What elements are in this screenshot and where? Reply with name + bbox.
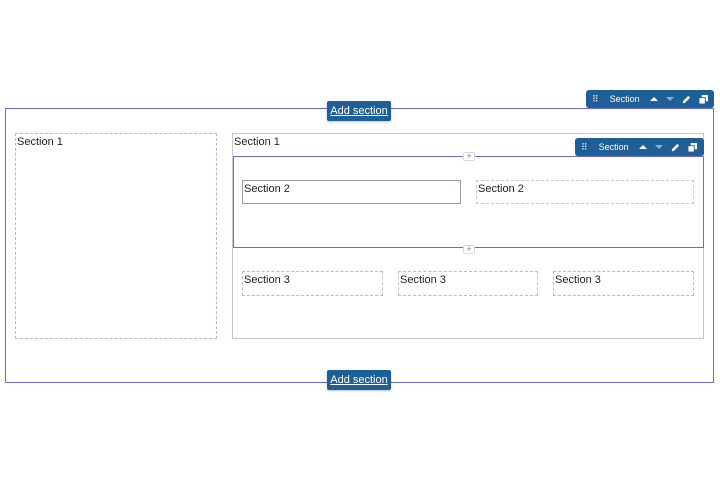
section-label: Section 2 — [478, 183, 524, 195]
duplicate-icon[interactable] — [687, 141, 697, 153]
section-toolbar-inner: ⠿ Section — [575, 138, 713, 156]
pencil-icon[interactable] — [682, 93, 691, 105]
section-2-cell[interactable]: Section 2 — [242, 180, 461, 204]
section-3-cell[interactable]: Section 3 — [242, 271, 383, 296]
arrow-down-icon[interactable] — [654, 141, 663, 153]
add-row-plus-handle-bottom[interactable]: + — [463, 245, 475, 254]
section-label: Section 1 — [234, 136, 280, 148]
section-label: Section 3 — [400, 274, 446, 286]
section-toolbar-outer: ⠿ Section — [586, 90, 720, 108]
drag-grip-icon[interactable]: ⠿ — [592, 93, 599, 104]
toolbar-label: Section — [598, 142, 629, 152]
add-section-button-top[interactable]: Add section — [327, 101, 391, 121]
section-label: Section 3 — [555, 274, 601, 286]
add-row-plus-handle-top[interactable]: + — [463, 152, 475, 161]
trash-icon[interactable] — [705, 141, 713, 153]
add-section-button-bottom[interactable]: Add section — [327, 370, 391, 390]
arrow-down-icon[interactable] — [665, 93, 674, 105]
section-label: Section 2 — [244, 183, 290, 195]
section-1-left[interactable]: Section 1 — [15, 133, 217, 339]
pencil-icon[interactable] — [671, 141, 680, 153]
arrow-up-icon[interactable] — [638, 141, 647, 153]
section-2-cell[interactable]: Section 2 — [476, 180, 694, 204]
section-label: Section 3 — [244, 274, 290, 286]
duplicate-icon[interactable] — [698, 93, 708, 105]
toolbar-label: Section — [609, 94, 640, 104]
drag-grip-icon[interactable]: ⠿ — [581, 141, 588, 152]
arrow-up-icon[interactable] — [649, 93, 658, 105]
section-3-cell[interactable]: Section 3 — [553, 271, 694, 296]
trash-icon[interactable] — [716, 93, 720, 105]
section-3-cell[interactable]: Section 3 — [398, 271, 538, 296]
section-label: Section 1 — [17, 136, 63, 148]
